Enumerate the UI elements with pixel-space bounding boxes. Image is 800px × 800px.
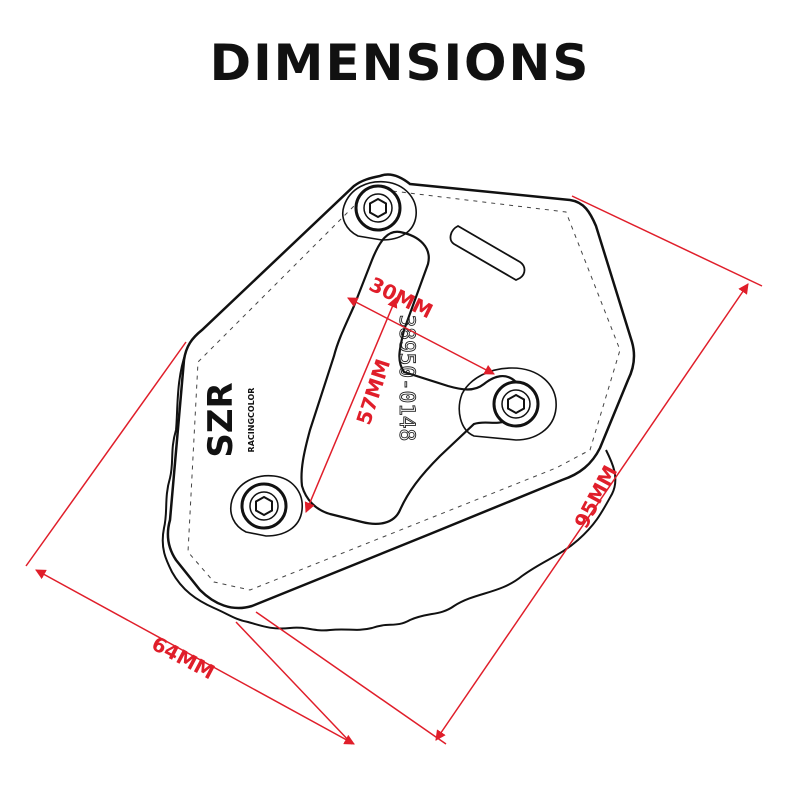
width-dimension-line <box>35 569 355 745</box>
length-extension-top <box>571 195 763 287</box>
brand-subtitle: RACINGCOLOR <box>247 388 256 453</box>
length-extension-bottom <box>255 611 447 745</box>
width-extension-left <box>25 341 187 567</box>
upper-slot <box>449 224 526 282</box>
width-extension-right <box>235 621 353 745</box>
bolt-pad-top <box>342 180 417 241</box>
brand-logo-text: SZR <box>201 382 241 457</box>
dimension-annotations <box>25 195 763 745</box>
hex-socket-bolt-icon <box>354 184 402 232</box>
cutout-length-dimension-line <box>304 297 398 513</box>
hex-socket-bolt-icon <box>492 380 540 428</box>
page-title: DIMENSIONS <box>209 34 591 92</box>
length-dimension-line <box>435 283 749 741</box>
hex-socket-bolt-icon <box>240 482 288 530</box>
bolt-pad-left <box>230 474 303 537</box>
width-dimension-label: 64MM <box>148 631 219 684</box>
brand-logo: SZR RACINGCOLOR <box>201 382 256 457</box>
side-stand-plate: SZR RACINGCOLOR 38950-0148 <box>161 173 636 632</box>
